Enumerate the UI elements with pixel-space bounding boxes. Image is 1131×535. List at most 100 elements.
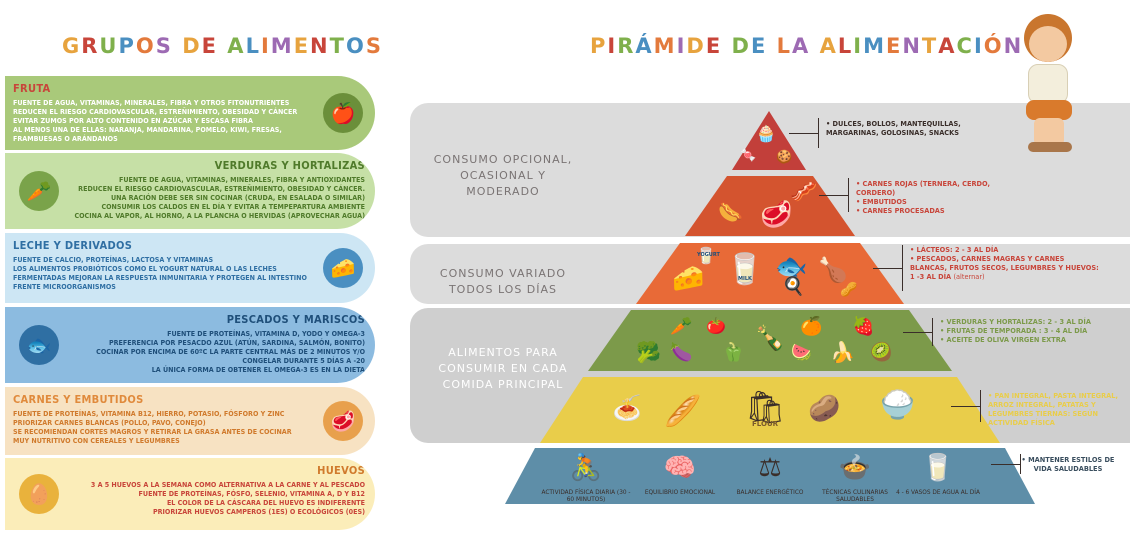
note-text: (alternar)	[953, 272, 985, 281]
title-letter: L	[837, 34, 854, 58]
card-pescados-title: PESCADOS Y MARISCOS	[226, 313, 365, 326]
title-letter: S	[365, 34, 383, 58]
card-pescados-line: FUENTE DE PROTEÍNAS, VITAMINA D, YODO Y …	[167, 329, 365, 339]
pot-icon: 🍲	[838, 453, 872, 483]
title-letter: R	[81, 34, 100, 58]
strawberry-icon: 🍓	[852, 316, 875, 337]
note-item: CARNES ROJAS (TERNERA, CERDO, CORDERO)	[856, 180, 1026, 198]
title-letter: M	[863, 34, 886, 58]
card-leche-line: LOS ALIMENTOS PROBIÓTICOS COMO EL YOGURT…	[13, 264, 307, 292]
groups-title: GRUPOS DE ALIMENTOS	[62, 34, 383, 58]
steak-icon: 🥩	[323, 401, 363, 441]
title-letter: I	[260, 34, 271, 58]
rice-icon: 🍚	[880, 388, 915, 421]
card-huevos-line: 3 A 5 HUEVOS A LA SEMANA COMO ALTERNATIV…	[90, 480, 365, 490]
card-fruta-line: FUENTE DE AGUA, VITAMINAS, MINERALES, FI…	[13, 98, 290, 108]
bracket-tier5	[951, 390, 981, 422]
bread-icon: 🥖	[664, 394, 702, 429]
bracket-tier2	[819, 178, 849, 212]
title-letter: U	[99, 34, 119, 58]
fish-icon: 🐟	[19, 325, 59, 365]
chorizo-icon: 🥓	[790, 180, 818, 205]
band-label-principal: ALIMENTOS PARA CONSUMIR EN CADA COMIDA P…	[428, 345, 578, 393]
egg-icon: 🥚	[19, 474, 59, 514]
tier-cereals	[540, 377, 1000, 443]
bottom-item-cooking: 🍲 TÉCNICAS CULINARIAS SALUDABLES	[810, 452, 900, 505]
orange-icon: 🍊	[800, 316, 823, 337]
note-item: ACEITE DE OLIVA VIRGEN EXTRA	[940, 336, 1120, 345]
title-letter: O	[135, 34, 156, 58]
note-tier5: PAN INTEGRAL, PASTA INTEGRAL, ARROZ INTE…	[988, 392, 1123, 428]
card-verduras: VERDURAS Y HORTALIZAS FUENTE DE AGUA, VI…	[5, 153, 375, 229]
note-item: PAN INTEGRAL, PASTA INTEGRAL, ARROZ INTE…	[988, 392, 1123, 428]
vegetables-icon: 🥕	[19, 171, 59, 211]
band-label-line: CONSUMO OPCIONAL,	[433, 153, 573, 166]
card-carnes-line: FUENTE DE PROTEÍNAS, VITAMINA B12, HIERR…	[13, 409, 285, 419]
title-letter: I	[676, 34, 687, 58]
dairy-icon: 🧀	[323, 248, 363, 288]
title-letter: A	[227, 34, 246, 58]
card-verduras-line: COCINA AL VAPOR, AL HORNO, A LA PLANCHA …	[74, 211, 365, 221]
band-label-variado: CONSUMO VARIADO TODOS LOS DÍAS	[428, 266, 578, 298]
eggplant-icon: 🍆	[670, 342, 693, 363]
water-glass-icon: 🥛	[921, 453, 955, 483]
note-text: PESCADOS, CARNES MAGRAS Y CARNES BLANCAS…	[910, 254, 1099, 281]
tier-lifestyle	[505, 448, 1035, 504]
card-carnes-line: MUY NUTRITIVO CON CEREALES Y LEGUMBRES	[13, 436, 180, 446]
bicycle-icon: 🚴	[569, 453, 603, 483]
band-label-line: ALIMENTOS PARA	[448, 346, 558, 359]
tier-dairy-protein	[636, 243, 904, 304]
bottom-item-label: 4 - 6 VASOS DE AGUA AL DÍA	[896, 489, 980, 496]
pasta-icon: 🍝	[612, 394, 642, 422]
title-letter: D	[686, 34, 706, 58]
band-label-opcional: CONSUMO OPCIONAL, OCASIONAL Y MODERADO	[428, 152, 578, 200]
card-verduras-line: UNA RACIÓN DEBE SER SIN COCINAR (CRUDA, …	[110, 193, 365, 203]
milk-label: MILK	[738, 276, 752, 282]
card-huevos-line: EL COLOR DE LA CÁSCARA DEL HUEVO ES INDI…	[166, 498, 365, 508]
title-letter: E	[705, 34, 723, 58]
title-letter: L	[776, 34, 793, 58]
card-pescados: PESCADOS Y MARISCOS FUENTE DE PROTEÍNAS,…	[5, 307, 375, 383]
oil-bottle-icon: 🍾	[755, 324, 785, 352]
title-letter: N	[310, 34, 330, 58]
band-label-line: CONSUMO VARIADO	[439, 267, 567, 280]
card-verduras-line: FUENTE DE AGUA, VITAMINAS, MINERALES, FI…	[118, 175, 365, 185]
broccoli-icon: 🥦	[636, 340, 661, 364]
card-pescados-line: CONGELAR DURANTE 5 DÍAS A -20	[242, 356, 365, 366]
fruit-bowl-icon: 🍎	[323, 93, 363, 133]
boy-shorts	[1026, 100, 1072, 120]
band-label-line: MODERADO	[466, 184, 540, 198]
note-item: MANTENER ESTILOS DE VIDA SALUDABLES	[1014, 456, 1122, 474]
note-tier6: MANTENER ESTILOS DE VIDA SALUDABLES	[1014, 456, 1122, 474]
milk-carton-icon: 🥛	[726, 252, 764, 287]
title-letter: O	[345, 34, 366, 58]
title-letter: M	[653, 34, 677, 58]
kiwi-icon: 🥝	[870, 342, 893, 363]
card-carnes-line: SE RECOMIENDAN CORTES MAGROS Y RETIRAR L…	[13, 427, 292, 437]
title-letter: E	[750, 34, 768, 58]
title-letter: P	[118, 34, 136, 58]
title-letter: D	[731, 34, 751, 58]
card-leche-line: FUENTE DE CALCIO, PROTEÍNAS, LACTOSA Y V…	[13, 255, 214, 265]
card-pescados-line: LA ÚNICA FORMA DE OBTENER EL OMEGA-3 ES …	[151, 365, 365, 375]
title-letter: I	[853, 34, 864, 58]
boy-illustration	[1016, 14, 1080, 154]
card-verduras-line: REDUCEN EL RIESGO CARDIOVASCULAR, ESTREÑ…	[78, 184, 365, 194]
cupcake-icon: 🧁	[756, 124, 776, 143]
cheese-icon: 🧀	[672, 264, 705, 294]
card-fruta-line: AL MENOS UNA DE ELLAS: NARANJA, MANDARIN…	[13, 125, 282, 144]
nuts-icon: 🥜	[840, 282, 858, 298]
fish-food-icon: 🐟	[775, 252, 808, 282]
title-letter: E	[201, 34, 218, 58]
potato-icon: 🥔	[808, 394, 841, 424]
bottom-item-activity: 🚴 ACTIVIDAD FÍSICA DIARIA (30 - 60 MINUT…	[540, 452, 632, 505]
title-letter: R	[617, 34, 636, 58]
flour-label: FLOUR	[752, 420, 779, 428]
card-carnes-title: CARNES Y EMBUTIDOS	[13, 393, 144, 406]
band-label-line: OCASIONAL Y	[460, 168, 546, 182]
title-letter: G	[62, 34, 82, 58]
title-letter: C	[956, 34, 974, 58]
card-fruta-line: REDUCEN EL RIESGO CARDIOVASCULAR, ESTREÑ…	[13, 107, 298, 117]
title-letter: T	[329, 34, 346, 58]
card-carnes-line: PRIORIZAR CARNES BLANCAS (POLLO, PAVO, C…	[13, 418, 206, 428]
